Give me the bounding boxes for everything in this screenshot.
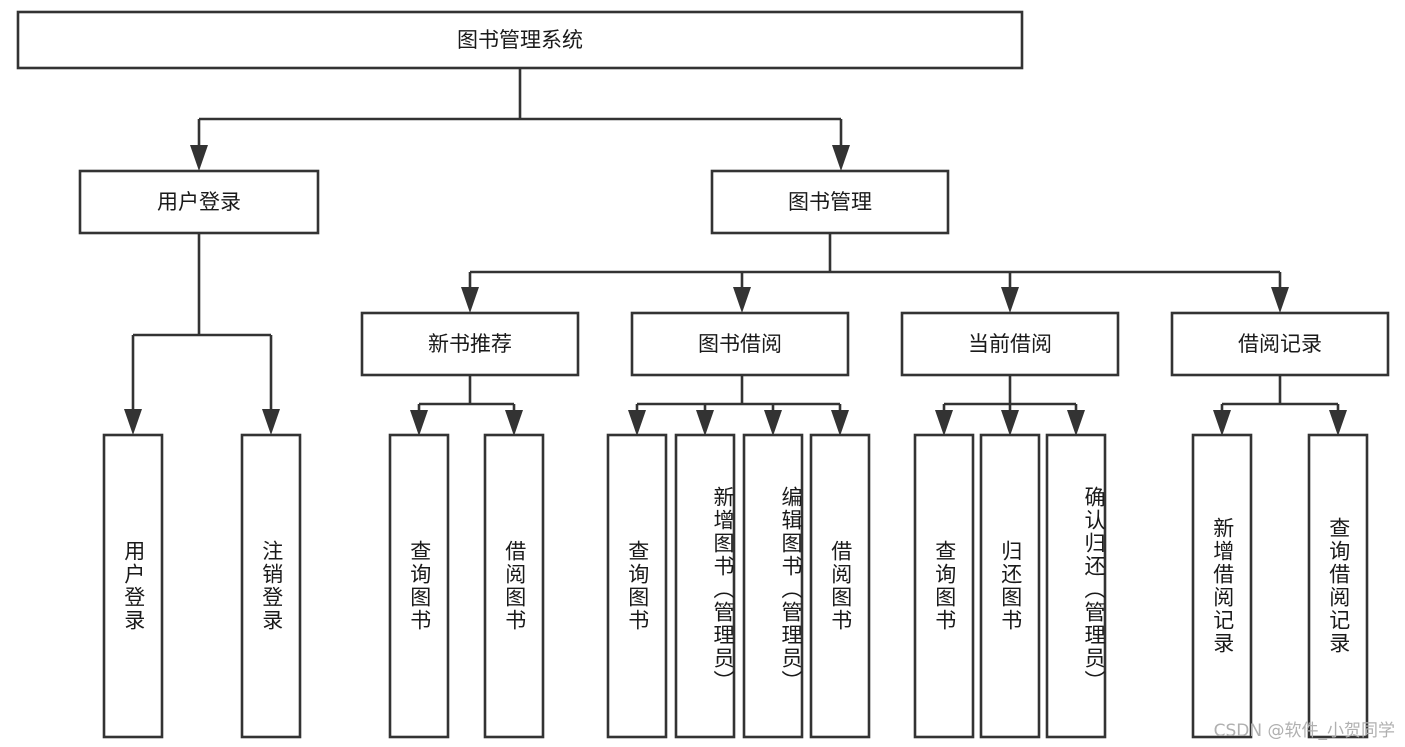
leaf-box-add-book[interactable] bbox=[674, 433, 736, 739]
connector-group-borrow-record bbox=[1213, 375, 1347, 436]
leaf-box-group bbox=[102, 433, 1369, 739]
node-current-borrow[interactable]: 当前借阅 bbox=[900, 311, 1120, 377]
leaf-box-edit-book[interactable] bbox=[742, 433, 804, 739]
node-root[interactable]: 图书管理系统 bbox=[16, 10, 1024, 70]
node-user-login[interactable]: 用户登录 bbox=[78, 169, 320, 235]
connector-group-new-book-rec bbox=[410, 375, 523, 436]
node-book-borrow-label: 图书借阅 bbox=[698, 332, 782, 356]
leaf-box-query-book-3[interactable] bbox=[913, 433, 975, 739]
node-current-borrow-label: 当前借阅 bbox=[968, 332, 1052, 356]
leaf-box-confirm-return[interactable] bbox=[1045, 433, 1107, 739]
connector-group-user-login bbox=[124, 233, 280, 435]
csdn-watermark: CSDN @软件_小贺同学 bbox=[1213, 721, 1395, 741]
node-root-label: 图书管理系统 bbox=[457, 28, 583, 52]
node-user-login-label: 用户登录 bbox=[157, 190, 241, 214]
node-new-book-rec-label: 新书推荐 bbox=[428, 332, 512, 356]
leaf-box-query-book-1[interactable] bbox=[388, 433, 450, 739]
connector-group-book-borrow bbox=[628, 375, 849, 436]
leaf-box-return-book[interactable] bbox=[979, 433, 1041, 739]
node-borrow-record[interactable]: 借阅记录 bbox=[1170, 311, 1390, 377]
node-new-book-rec[interactable]: 新书推荐 bbox=[360, 311, 580, 377]
connector-group-book-manage bbox=[461, 233, 1289, 313]
leaf-box-borrow-book-1[interactable] bbox=[483, 433, 545, 739]
node-book-borrow[interactable]: 图书借阅 bbox=[630, 311, 850, 377]
node-borrow-record-label: 借阅记录 bbox=[1238, 332, 1322, 356]
leaf-box-query-record[interactable] bbox=[1307, 433, 1369, 739]
connector-group-root bbox=[190, 68, 850, 171]
leaf-box-borrow-book-2[interactable] bbox=[809, 433, 871, 739]
leaf-box-user-login[interactable] bbox=[102, 433, 164, 739]
leaf-box-query-book-2[interactable] bbox=[606, 433, 668, 739]
leaf-box-user-logout[interactable] bbox=[240, 433, 302, 739]
leaf-box-add-record[interactable] bbox=[1191, 433, 1253, 739]
node-book-manage-label: 图书管理 bbox=[788, 190, 872, 214]
node-book-manage[interactable]: 图书管理 bbox=[710, 169, 950, 235]
connector-group-current-borrow bbox=[935, 375, 1085, 436]
